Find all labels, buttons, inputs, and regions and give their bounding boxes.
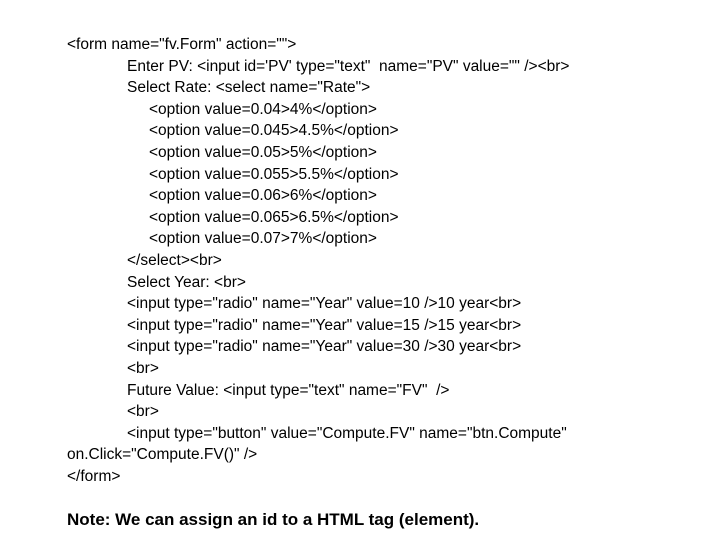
code-line-br: <br>: [127, 359, 159, 377]
code-line-option: <option value=0.065>6.5%</option>: [149, 208, 399, 226]
code-line-future-value: Future Value: <input type="text" name="F…: [127, 381, 450, 399]
code-line-select-close: </select><br>: [127, 251, 222, 269]
code-line-select-year: Select Year: <br>: [127, 273, 246, 291]
code-listing: <form name="fv.Form" action=""> Enter PV…: [0, 34, 720, 487]
code-line-onclick: on.Click="Compute.FV()" />: [67, 446, 258, 464]
code-line-option: <option value=0.055>5.5%</option>: [149, 165, 399, 183]
code-line-radio: <input type="radio" name="Year" value=30…: [127, 338, 522, 356]
code-line-form-close: </form>: [67, 467, 121, 485]
note-text: Note: We can assign an id to a HTML tag …: [67, 510, 480, 529]
code-line-form-open: <form name="fv.Form" action="">: [67, 36, 297, 53]
code-line-option: <option value=0.045>4.5%</option>: [149, 122, 399, 140]
code-line-radio: <input type="radio" name="Year" value=10…: [127, 295, 522, 313]
code-line-option: <option value=0.06>6%</option>: [149, 187, 377, 205]
code-line-option: <option value=0.05>5%</option>: [149, 143, 377, 161]
code-line-br: <br>: [127, 403, 159, 421]
code-line-radio: <input type="radio" name="Year" value=15…: [127, 316, 522, 334]
code-line-enter-pv: Enter PV: <input id='PV' type="text" nam…: [127, 57, 570, 75]
code-line-button: <input type="button" value="Compute.FV" …: [127, 424, 567, 442]
code-line-option: <option value=0.07>7%</option>: [149, 230, 377, 248]
code-line-option: <option value=0.04>4%</option>: [149, 100, 377, 118]
code-line-select-rate: Select Rate: <select name="Rate">: [127, 79, 371, 97]
